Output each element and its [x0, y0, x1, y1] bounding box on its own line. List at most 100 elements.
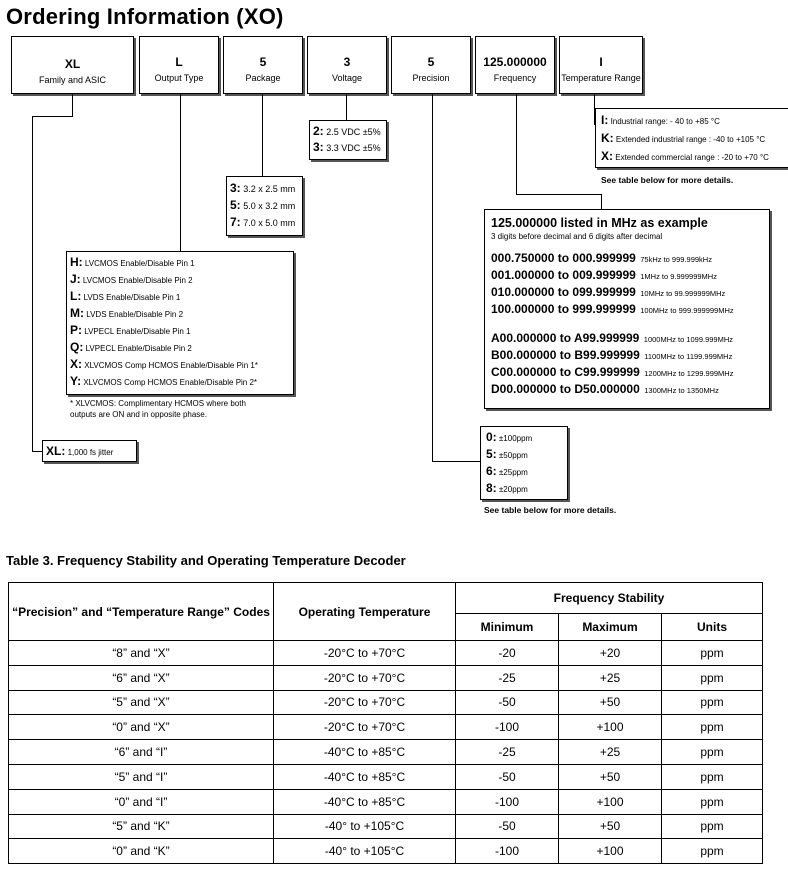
connector-package [262, 93, 263, 177]
list-item: L: LVDS Enable/Disable Pin 1 [70, 289, 181, 303]
list-item: 6: ±25ppm [486, 464, 528, 478]
column-header-units: Units [661, 613, 763, 641]
output-footnote: * XLVCMOS: Complimentary HCMOS where bot… [70, 398, 246, 420]
table-cell: -20°C to +70°C [273, 640, 456, 666]
list-item: Q: LVPECL Enable/Disable Pin 2 [70, 340, 192, 354]
code-label: Package [245, 73, 281, 83]
table-cell: “6” and “X” [8, 664, 274, 691]
table-cell: -50 [455, 689, 559, 716]
frequency-heading: 125.000000 listed in MHz as example [491, 216, 708, 230]
connector-temperature [594, 93, 595, 125]
list-item: 7: 7.0 x 5.0 mm [230, 215, 296, 229]
connector-family-end [32, 451, 42, 452]
table-row: “0” and “I” -40°C to +85°C -100 +100 ppm [8, 788, 763, 815]
list-item: 5: 5.0 x 3.2 mm [230, 198, 296, 212]
list-item: 3: 3.3 VDC ±5% [313, 140, 381, 154]
table-row: “5” and “I” -40°C to +85°C -50 +50 ppm [8, 763, 763, 790]
column-header-maximum: Maximum [558, 613, 662, 641]
list-item: I: Industrial range: - 40 to +85 °C [601, 113, 720, 127]
table-cell: ppm [661, 714, 763, 741]
connector-precision [432, 93, 433, 461]
table-cell: ppm [661, 838, 763, 865]
table-cell: +50 [558, 763, 662, 790]
footnote-line: * XLVCMOS: Complimentary HCMOS where bot… [70, 399, 246, 408]
column-header-stability: Frequency Stability [455, 582, 763, 614]
table-row: “5” and “X” -20°C to +70°C -50 +50 ppm [8, 689, 763, 716]
code-box-voltage: 3 Voltage [307, 36, 387, 94]
table-row: “6” and “X” -20°C to +70°C -25 +25 ppm [8, 664, 763, 691]
code-value: 5 [427, 55, 435, 69]
output-type-options: H: LVCMOS Enable/Disable Pin 1 J: LVCMOS… [66, 251, 294, 395]
frequency-subheading: 3 digits before decimal and 6 digits aft… [491, 232, 663, 241]
code-box-family: XL Family and ASIC [11, 36, 134, 94]
code-label: Family and ASIC [38, 75, 107, 85]
code-box-temperature-range: I Temperature Range [559, 36, 643, 94]
connector-family [32, 116, 33, 452]
frequency-options: 125.000000 listed in MHz as example 3 di… [484, 209, 770, 409]
list-item: H: LVCMOS Enable/Disable Pin 1 [70, 255, 195, 269]
table-cell: ppm [661, 640, 763, 666]
table-cell: -25 [455, 739, 559, 765]
package-options: 3: 3.2 x 2.5 mm 5: 5.0 x 3.2 mm 7: 7.0 x… [226, 176, 303, 236]
table-cell: -100 [455, 714, 559, 741]
table-row: “0” and “X” -20°C to +70°C -100 +100 ppm [8, 714, 763, 741]
table-cell: -40°C to +85°C [273, 763, 456, 790]
table-cell: ppm [661, 739, 763, 765]
table-cell: “5” and “I” [8, 763, 274, 790]
list-item: 010.000000 to 099.999999 10MHz to 99.999… [491, 285, 726, 299]
footnote-line: outputs are ON and in opposite phase. [70, 410, 207, 419]
temperature-options: I: Industrial range: - 40 to +85 °C K: E… [595, 108, 788, 168]
decoder-table: “Precision” and “Temperature Range” Code… [8, 582, 763, 865]
code-box-output-type: L Output Type [139, 36, 219, 94]
table-cell: -100 [455, 838, 559, 865]
list-item: 8: ±20ppm [486, 481, 528, 495]
precision-options: 0: ±100ppm 5: ±50ppm 6: ±25ppm 8: ±20ppm [480, 426, 568, 500]
list-item: D00.000000 to D50.000000 1300MHz to 1350… [491, 382, 719, 396]
table-row: “0” and “K” -40° to +105°C -100 +100 ppm [8, 838, 763, 865]
table-cell: ppm [661, 813, 763, 840]
table-cell: “0” and “X” [8, 714, 274, 741]
code-value: 125.000000 [483, 55, 547, 69]
connector-frequency-h [516, 194, 602, 195]
code-label: Temperature Range [561, 73, 641, 83]
table-cell: “6” and “I” [8, 739, 274, 765]
column-header-temperature: Operating Temperature [273, 582, 456, 641]
table-cell: +100 [558, 838, 662, 865]
connector-output [180, 93, 181, 251]
table-cell: -20°C to +70°C [273, 689, 456, 716]
table-cell: “0” and “K” [8, 838, 274, 865]
table-cell: +25 [558, 664, 662, 691]
table-cell: “5” and “K” [8, 813, 274, 840]
connector-frequency-down [601, 194, 602, 210]
table-cell: -40° to +105°C [273, 838, 456, 865]
temperature-note: See table below for more details. [601, 175, 734, 185]
list-item: Y: XLVCMOS Comp HCMOS Enable/Disable Pin… [70, 374, 258, 388]
list-item: J: LVCMOS Enable/Disable Pin 2 [70, 272, 193, 286]
connector-voltage [346, 93, 347, 121]
table-cell: -50 [455, 813, 559, 840]
list-item: XL: 1,000 fs jitter [46, 444, 114, 458]
code-value: XL [64, 57, 81, 71]
list-item: X: XLVCMOS Comp HCMOS Enable/Disable Pin… [70, 357, 258, 371]
code-value: 5 [259, 55, 267, 69]
code-value: I [599, 55, 603, 69]
list-item: P: LVPECL Enable/Disable Pin 1 [70, 323, 191, 337]
table-cell: -40°C to +85°C [273, 788, 456, 815]
code-value: 3 [343, 55, 351, 69]
connector-family-h [32, 116, 72, 117]
connector-frequency [516, 93, 517, 194]
table-cell: “5” and “X” [8, 689, 274, 716]
connector-precision-h [432, 461, 480, 462]
table-cell: -40° to +105°C [273, 813, 456, 840]
list-item: X: Extended commercial range : -20 to +7… [601, 149, 769, 163]
table-cell: -50 [455, 763, 559, 790]
table-cell: -20 [455, 640, 559, 666]
table-cell: ppm [661, 763, 763, 790]
code-label: Frequency [493, 73, 537, 83]
table-cell: -100 [455, 788, 559, 815]
list-item: A00.000000 to A99.999999 1000MHz to 1099… [491, 331, 734, 345]
column-header-codes: “Precision” and “Temperature Range” Code… [8, 582, 274, 641]
code-label: Precision [412, 73, 450, 83]
list-item: 001.000000 to 009.999999 1MHz to 9.99999… [491, 268, 717, 282]
list-item: C00.000000 to C99.999999 1200MHz to 1299… [491, 365, 734, 379]
